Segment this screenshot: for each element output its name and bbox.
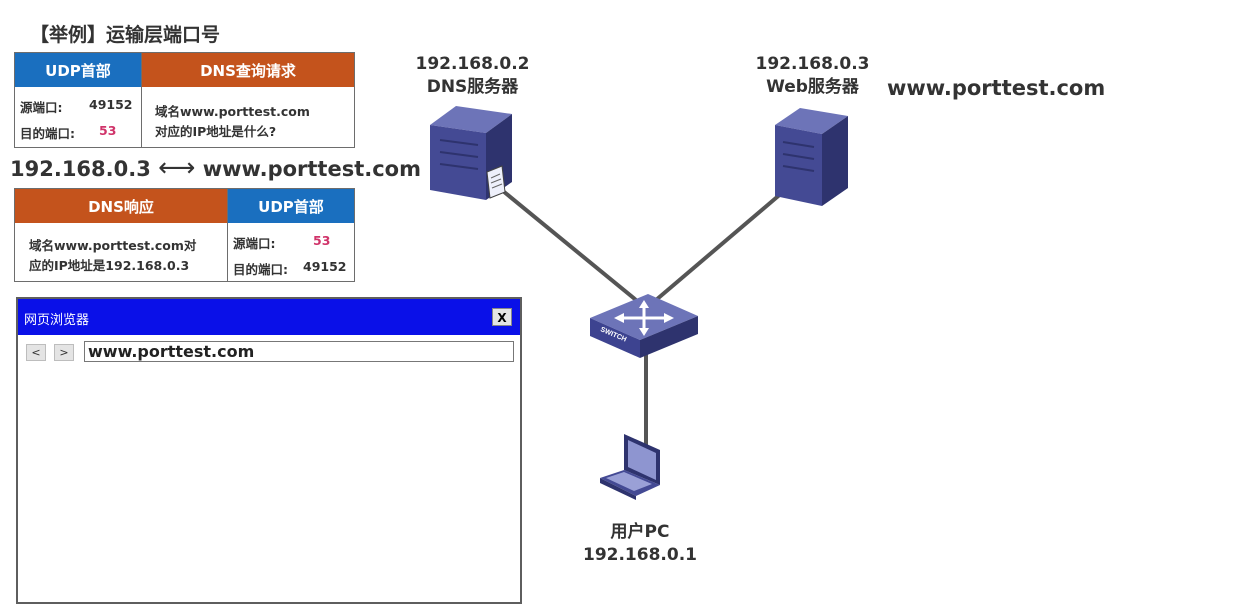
- web-server-name: Web服务器: [766, 77, 859, 97]
- response-payload-header: DNS响应: [15, 189, 227, 223]
- ip-domain-mapping: 192.168.0.3 ⟷ www.porttest.com: [10, 153, 421, 183]
- response-dst-port-value: 49152: [303, 259, 347, 274]
- query-src-port-value: 49152: [89, 97, 133, 112]
- response-payload-line1: 域名www.porttest.com对: [29, 238, 197, 253]
- query-src-port-label: 源端口:: [20, 100, 63, 115]
- dns-response-packet: DNS响应 UDP首部 域名www.porttest.com对 应的IP地址是1…: [14, 188, 355, 282]
- response-divider: [227, 189, 228, 281]
- query-divider: [141, 53, 142, 147]
- response-dst-port-label: 目的端口:: [233, 262, 288, 277]
- query-dst-port-value: 53: [99, 123, 117, 138]
- web-server-ip: 192.168.0.3: [755, 54, 870, 74]
- dns-query-packet: UDP首部 DNS查询请求 源端口: 49152 目的端口: 53 域名www.…: [14, 52, 355, 148]
- dns-server-label: 192.168.0.2 DNS服务器: [405, 53, 540, 99]
- response-udp-header: UDP首部: [228, 189, 354, 223]
- dns-server-name: DNS服务器: [426, 77, 519, 97]
- query-udp-header: UDP首部: [15, 53, 141, 87]
- response-src-port-label: 源端口:: [233, 236, 276, 251]
- browser-title: 网页浏览器: [24, 313, 90, 328]
- close-button[interactable]: X: [492, 308, 512, 326]
- back-button[interactable]: <: [26, 344, 46, 361]
- dns-server-ip: 192.168.0.2: [415, 54, 530, 74]
- query-dst-port-label: 目的端口:: [20, 126, 75, 141]
- mapping-ip: 192.168.0.3: [10, 157, 151, 181]
- user-pc-ip: 192.168.0.1: [582, 545, 697, 565]
- mapping-arrow: ⟷: [158, 153, 196, 183]
- response-payload-line2: 应的IP地址是192.168.0.3: [29, 258, 190, 273]
- web-server-icon: [775, 108, 848, 206]
- web-server-domain: www.porttest.com: [887, 76, 1106, 100]
- query-payload-line1: 域名www.porttest.com: [155, 104, 310, 119]
- query-payload-line2: 对应的IP地址是什么?: [155, 124, 277, 139]
- link-dns-switch: [490, 180, 638, 302]
- forward-button[interactable]: >: [54, 344, 74, 361]
- link-web-switch: [654, 184, 792, 302]
- page-title: 【举例】运输层端口号: [30, 24, 221, 46]
- browser-titlebar[interactable]: 网页浏览器 X: [18, 299, 520, 335]
- query-payload-header: DNS查询请求: [142, 53, 354, 87]
- address-bar[interactable]: www.porttest.com: [84, 341, 514, 362]
- user-pc-label: 用户PC 192.168.0.1: [575, 521, 705, 567]
- mapping-domain: www.porttest.com: [202, 157, 421, 181]
- web-browser-window: 网页浏览器 X < > www.porttest.com: [16, 297, 522, 604]
- user-pc-name: 用户PC: [610, 522, 670, 542]
- laptop-icon: [600, 434, 660, 500]
- web-server-label: 192.168.0.3 Web服务器: [745, 53, 880, 99]
- switch-icon: SWITCH: [590, 294, 698, 358]
- dns-server-icon: [430, 106, 512, 200]
- response-src-port-value: 53: [313, 233, 331, 248]
